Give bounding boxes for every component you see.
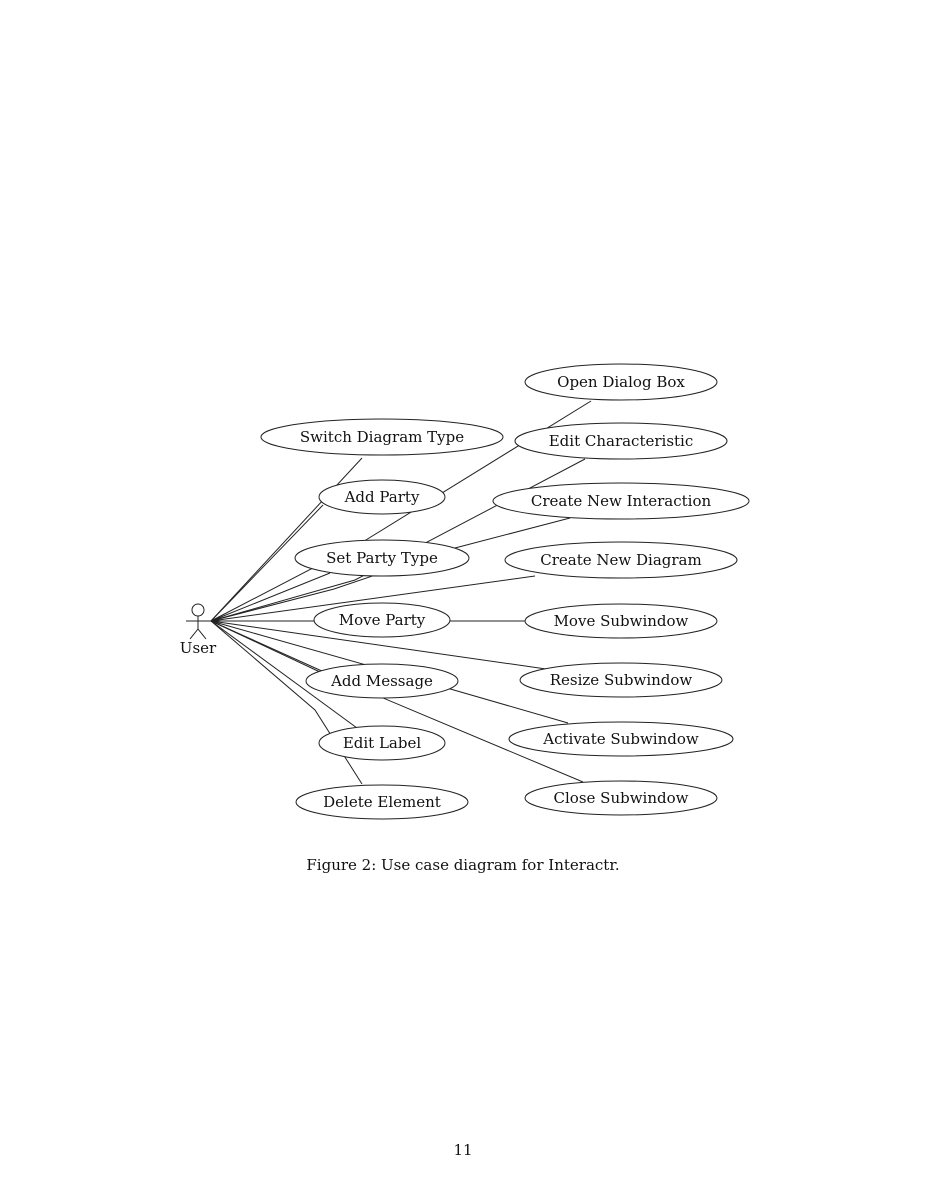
use-case-ellipse [295,784,469,820]
use-case-switch-diagram-type: Switch Diagram Type [260,418,504,456]
use-case-delete-element: Delete Element [295,784,469,820]
use-case-ellipse [524,780,718,816]
use-case-ellipse [294,539,470,577]
use-case-ellipse [318,479,446,515]
use-case-ellipse [260,418,504,456]
use-case-ellipse [524,603,718,639]
association-delete-element [210,620,363,785]
use-case-label: Activate Subwindow [542,730,699,748]
actor-label: User [180,639,217,657]
association-set-party-type [210,572,331,622]
use-case-ellipse [305,663,459,699]
use-case-move-party: Move Party [313,602,451,638]
use-case-label: Move Party [339,611,426,629]
use-case-label: Set Party Type [326,549,438,567]
use-case-label: Resize Subwindow [550,671,693,689]
use-case-label: Create New Interaction [531,492,712,510]
association-switch-diagram-type [210,457,363,622]
use-case-ellipse [492,482,750,520]
use-case-ellipse [318,725,446,761]
use-case-open-dialog-box: Open Dialog Box [524,363,718,401]
association-create-new-diagram [210,575,536,622]
use-case-label: Move Subwindow [554,612,689,630]
association-add-party [210,504,324,622]
use-case-label: Add Party [344,488,420,506]
actor-head-icon [191,603,205,617]
use-case-ellipse [519,662,723,698]
use-case-ellipse [514,422,728,460]
use-case-label: Add Message [330,672,433,690]
use-case-move-subwindow: Move Subwindow [524,603,718,639]
use-case-ellipse [504,541,738,579]
use-case-label: Edit Characteristic [549,432,694,450]
figure-caption: Figure 2: Use case diagram for Interactr… [306,856,620,874]
use-case-set-party-type: Set Party Type [294,539,470,577]
use-case-add-party: Add Party [318,479,446,515]
actor-left-leg-icon [189,628,199,640]
use-case-add-message: Add Message [305,663,459,699]
use-case-label: Switch Diagram Type [300,428,464,446]
use-case-label: Close Subwindow [554,789,689,807]
actor-right-leg-icon [197,628,207,640]
page-number: 11 [453,1141,473,1159]
association-edit-label [210,620,358,729]
use-case-ellipse [313,602,451,638]
use-case-label: Delete Element [323,793,441,811]
use-case-create-new-diagram: Create New Diagram [504,541,738,579]
use-case-label: Edit Label [343,734,422,752]
use-case-edit-characteristic: Edit Characteristic [514,422,728,460]
use-case-create-new-interaction: Create New Interaction [492,482,750,520]
use-case-label: Open Dialog Box [557,373,685,391]
use-case-label: Create New Diagram [540,551,701,569]
use-case-edit-label: Edit Label [318,725,446,761]
use-case-close-subwindow: Close Subwindow [524,780,718,816]
use-case-ellipse [524,363,718,401]
actor-user: User [180,603,217,657]
use-case-resize-subwindow: Resize Subwindow [519,662,723,698]
use-case-ellipse [508,721,734,757]
use-case-activate-subwindow: Activate Subwindow [508,721,734,757]
association-resize-subwindow [210,620,547,670]
